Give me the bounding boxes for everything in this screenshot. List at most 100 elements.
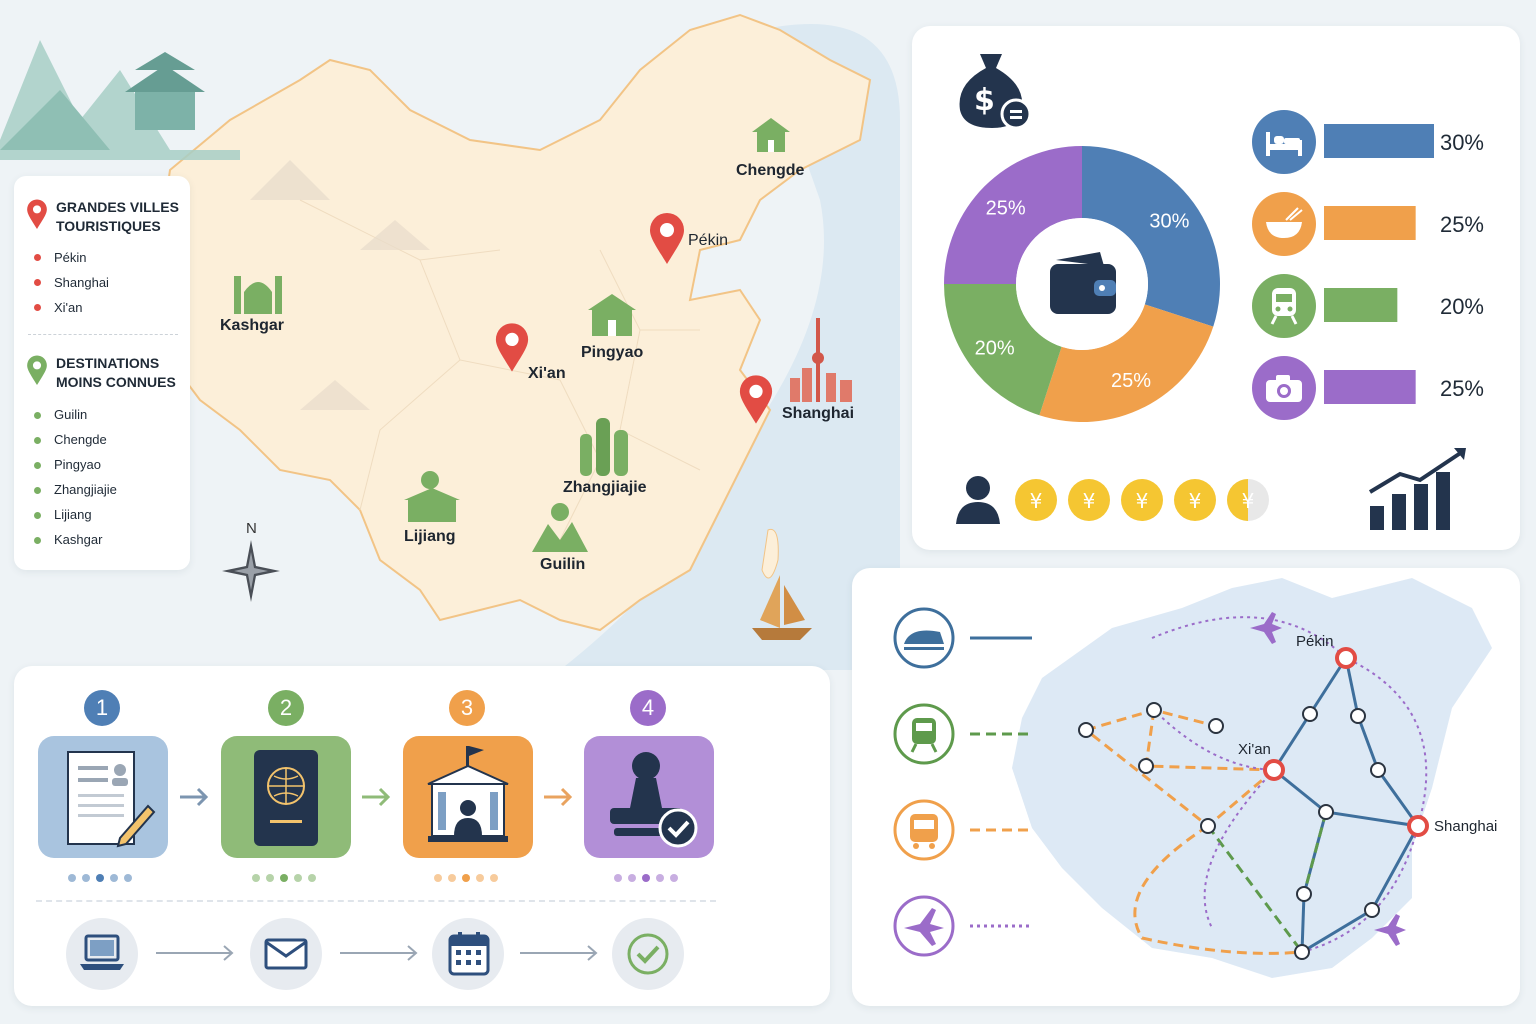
routes-map [1012, 578, 1492, 978]
xian-pin-icon [495, 323, 529, 372]
flight-route [1151, 707, 1275, 929]
step-dot [294, 874, 302, 882]
city-label-shanghai: Shanghai [782, 405, 855, 422]
compass-label: N [246, 520, 257, 537]
donut-slice-label: 25% [986, 198, 1026, 220]
step-dot [308, 874, 316, 882]
arrow-icon [544, 787, 573, 807]
yuan-coins-row: ¥¥¥¥¥ [1015, 479, 1269, 521]
lijiang-landmark-icon [404, 471, 460, 522]
svg-text:¥: ¥ [1242, 489, 1255, 513]
train-icon-glyph [910, 718, 938, 753]
step-number-1: 1 [84, 690, 120, 726]
arrow-icon [362, 787, 391, 807]
route-major-city [1407, 815, 1429, 837]
legend-item-kashgar: Kashgar [54, 532, 103, 547]
route-stop [1138, 758, 1154, 774]
pingyao-landmark-icon [588, 294, 636, 336]
step-dot [110, 874, 118, 882]
step-dot [670, 874, 678, 882]
route-label-shanghai: Shanghai [1434, 818, 1498, 835]
step-dot [656, 874, 664, 882]
route-stop [1364, 902, 1380, 918]
step-dot [614, 874, 622, 882]
legend-divider [28, 334, 178, 335]
chengde-landmark-icon [752, 118, 790, 152]
laptop-icon [80, 934, 124, 970]
junk-boat-icon [752, 575, 812, 640]
route-stop [1078, 722, 1094, 738]
route-stop [1370, 762, 1386, 778]
step-dot [476, 874, 484, 882]
legend-major-title-line1: GRANDES VILLES [56, 199, 179, 215]
step-dot [68, 874, 76, 882]
route-stop [1296, 886, 1312, 902]
yuan-coin-icon: ¥ [1015, 479, 1057, 521]
legend-item-xian: Xi'an [54, 300, 83, 315]
bus-icon-glyph [910, 814, 938, 849]
route-stop [1302, 706, 1318, 722]
rail-route [1302, 811, 1328, 895]
map-legend: GRANDES VILLES TOURISTIQUES Pékin Shangh… [14, 176, 190, 570]
legend-minor-title-line2: MOINS CONNUES [56, 374, 176, 390]
green-pin-icon [27, 355, 47, 386]
city-label-lijiang: Lijiang [404, 528, 456, 545]
donut-slice-label: 25% [1111, 370, 1151, 392]
budget-bar-label: 25% [1440, 376, 1484, 401]
svg-text:¥: ¥ [1030, 489, 1043, 513]
budget-bar [1324, 370, 1416, 404]
train-icon [1270, 288, 1298, 325]
city-label-kashgar: Kashgar [220, 317, 285, 334]
step-dot [434, 874, 442, 882]
legend-item-guilin: Guilin [54, 407, 88, 422]
legend-dot [34, 487, 41, 494]
yuan-coin-icon: ¥ [1227, 479, 1269, 521]
camera-icon [1266, 375, 1302, 402]
calendar-icon [448, 932, 490, 976]
check-circle-icon [627, 933, 669, 975]
step-dot [462, 874, 470, 882]
train-route [1300, 657, 1420, 955]
budget-bar-label: 25% [1440, 212, 1484, 237]
budget-bar [1324, 206, 1416, 240]
city-label-chengde: Chengde [736, 162, 805, 179]
step-dot [82, 874, 90, 882]
pekin-pin-icon [650, 213, 684, 264]
arrow-icon [180, 787, 209, 807]
passport-icon [254, 750, 318, 846]
donut-slice [1039, 304, 1214, 422]
step-number-3: 3 [449, 690, 485, 726]
donut-slice [944, 146, 1082, 284]
step-dot [266, 874, 274, 882]
transport-modes-legend [893, 607, 1032, 957]
growth-chart-icon [1368, 448, 1466, 530]
route-stop [1350, 708, 1366, 724]
donut-slice [1082, 146, 1220, 327]
step-dot [490, 874, 498, 882]
legend-dot [34, 412, 41, 419]
stamp-approved-icon [610, 752, 698, 848]
wallet-icon [1050, 252, 1116, 314]
bus-route [1133, 824, 1303, 955]
envelope-icon [264, 938, 308, 970]
rail-route [1206, 825, 1304, 953]
route-label-xian: Xi'an [1238, 741, 1271, 758]
bed-icon [1266, 132, 1302, 156]
embassy-icon [427, 746, 509, 842]
guilin-landmark-icon [532, 503, 588, 552]
yuan-coin-icon: ¥ [1174, 479, 1216, 521]
china-landmass [148, 13, 872, 632]
legend-minor-title-line1: DESTINATIONS [56, 355, 160, 371]
budget-bar-label: 30% [1440, 130, 1484, 155]
legend-dot [34, 537, 41, 544]
step-dot [628, 874, 636, 882]
svg-text:$: $ [974, 83, 995, 118]
legend-major-title-line2: TOURISTIQUES [56, 218, 161, 234]
route-stop [1294, 944, 1310, 960]
compass-rose-icon [222, 540, 280, 602]
route-stop [1200, 818, 1216, 834]
route-label-pekin: Pékin [1296, 633, 1334, 650]
person-icon [956, 476, 1000, 524]
plane-icon-glyph [904, 908, 944, 946]
legend-dot [34, 254, 41, 261]
